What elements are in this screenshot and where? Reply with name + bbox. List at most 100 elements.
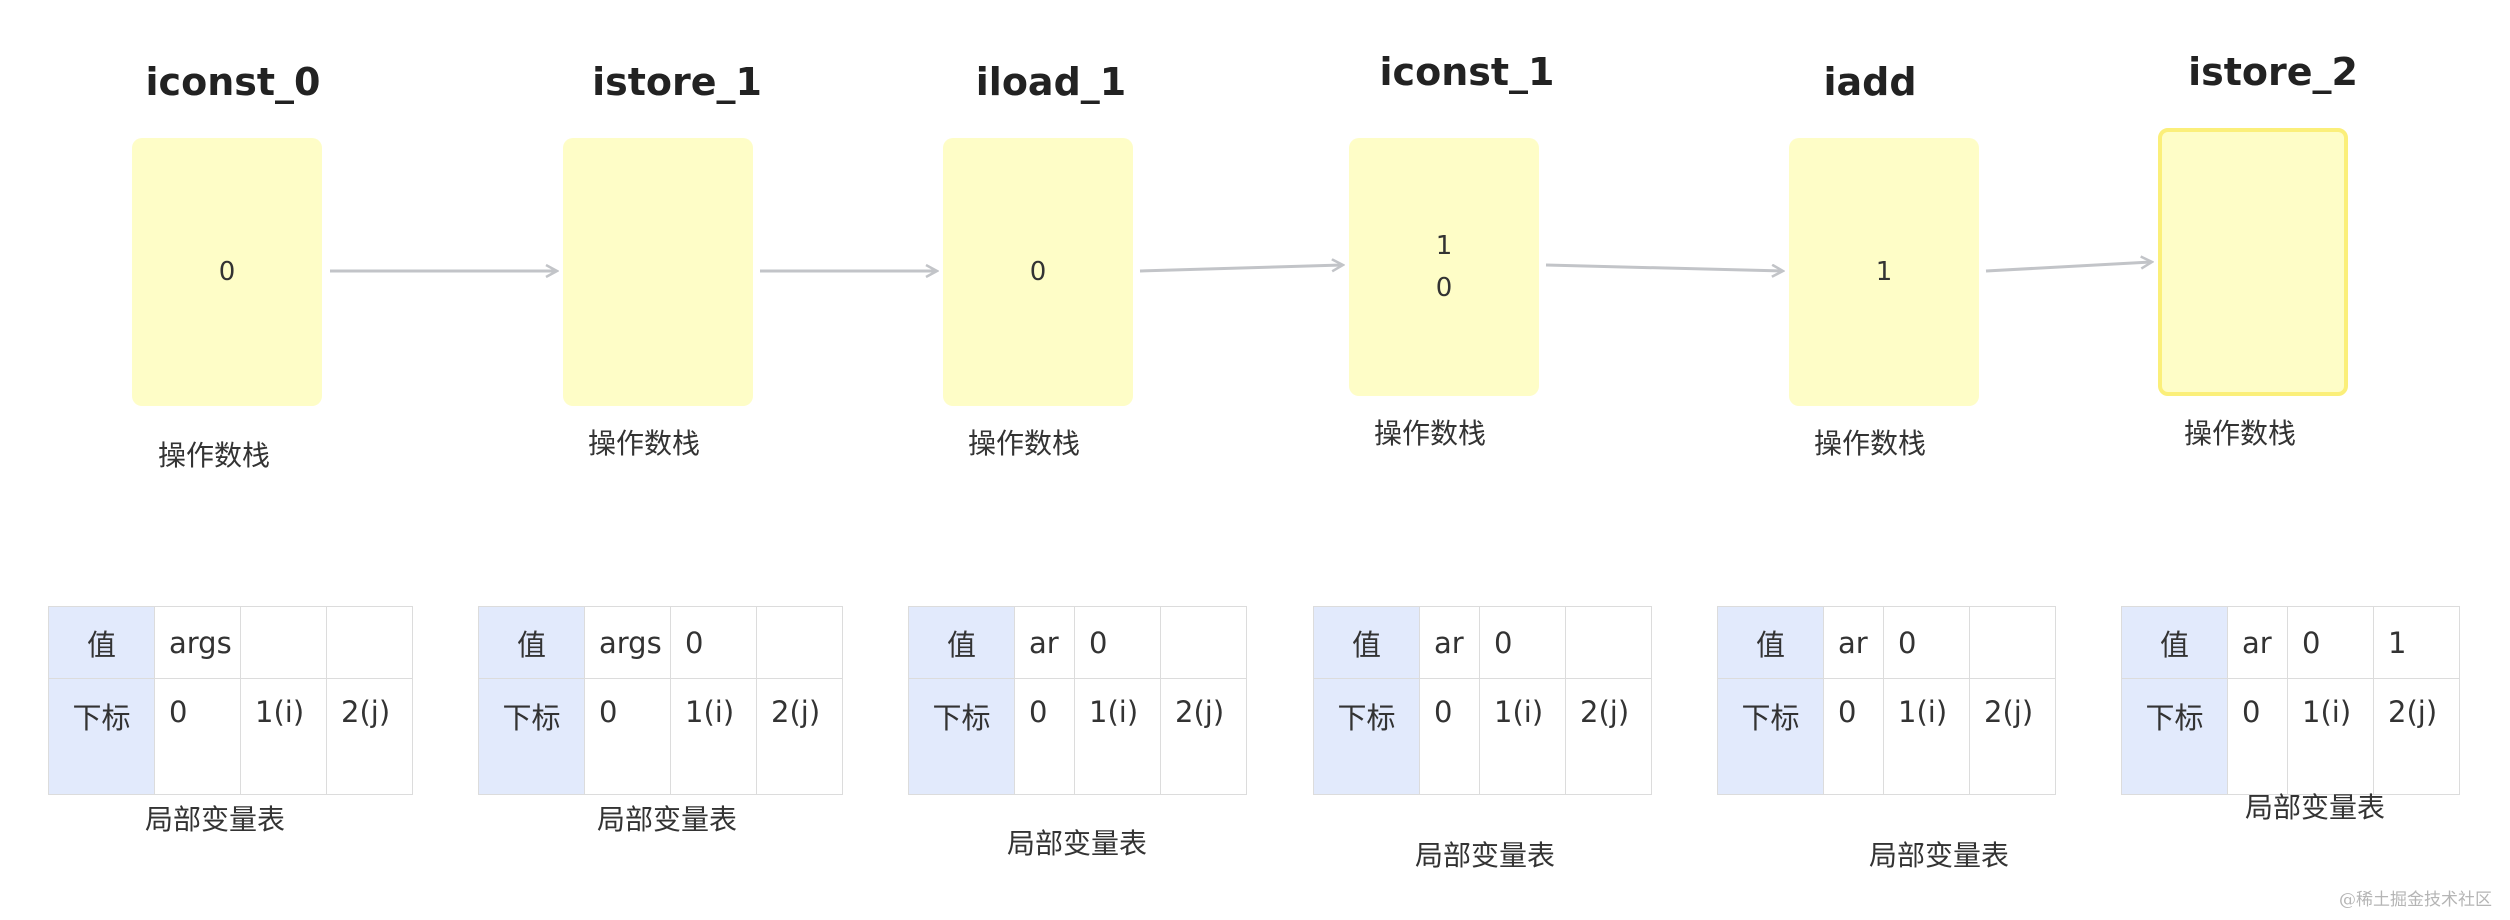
table-cell: 0 [1014,678,1075,795]
table-cell: 0 [1883,606,1970,679]
stack-caption: 操作数栈 [1374,417,1487,450]
instruction-title: istore_2 [2188,50,2358,94]
table-row: 下标 0 1(i) 2(j) [48,678,413,795]
table-cell: 0 [2227,678,2288,795]
instruction-title: iadd [1823,60,1917,104]
table-cell: ar [1014,606,1075,679]
table-cell [326,606,413,679]
table-cell: 0 [670,606,757,679]
table-cell: ar [1419,606,1480,679]
table-row: 下标 0 1(i) 2(j) [908,678,1247,795]
stack-value: 1 [1875,257,1893,287]
table-cell: 1(i) [1479,678,1566,795]
stack-value: 0 [1435,273,1453,303]
local-variable-table: 值 ar 0 1 下标 0 1(i) 2(j) [2121,606,2460,795]
table-row: 值 ar 0 1 [2121,606,2460,679]
stack-value: 0 [1029,257,1047,287]
table-cell: 0 [1074,606,1161,679]
table-cell: 2(j) [2373,678,2460,795]
table-cell: 0 [1419,678,1480,795]
table-caption: 局部变量表 [144,803,286,836]
table-caption: 局部变量表 [1006,827,1148,860]
table-cell [240,606,327,679]
table-caption: 局部变量表 [1868,839,2010,872]
table-cell: 2(j) [326,678,413,795]
index-header: 下标 [908,678,1015,795]
table-caption: 局部变量表 [1414,839,1556,872]
table-row: 值 args [48,606,413,679]
stack-caption: 操作数栈 [2184,417,2297,450]
operand-stack: 1 [1789,138,1979,406]
operand-stack: 0 [132,138,322,406]
value-header: 值 [1717,606,1824,679]
table-cell: ar [1823,606,1884,679]
table-row: 下标 0 1(i) 2(j) [2121,678,2460,795]
watermark: @稀土掘金技术社区 [2339,890,2492,910]
table-cell: args [154,606,241,679]
table-cell: 0 [154,678,241,795]
table-cell: 1(i) [1883,678,1970,795]
table-cell: 1 [2373,606,2460,679]
index-header: 下标 [1313,678,1420,795]
table-caption: 局部变量表 [2244,791,2386,824]
arrow [1139,265,1342,273]
table-row: 下标 0 1(i) 2(j) [1313,678,1652,795]
table-cell: 0 [1479,606,1566,679]
instruction-title: iload_1 [975,60,1127,104]
table-cell: args [584,606,671,679]
arrow [1545,263,1782,271]
table-caption: 局部变量表 [596,803,738,836]
table-cell: 0 [1823,678,1884,795]
table-cell: 1(i) [240,678,327,795]
local-variable-table: 值 ar 0 下标 0 1(i) 2(j) [1313,606,1652,795]
table-cell: 2(j) [1160,678,1247,795]
table-cell: 1(i) [2287,678,2374,795]
local-variable-table: 值 args 0 下标 0 1(i) 2(j) [478,606,843,795]
index-header: 下标 [48,678,155,795]
local-variable-table: 值 args 下标 0 1(i) 2(j) [48,606,413,795]
value-header: 值 [908,606,1015,679]
table-cell: 2(j) [756,678,843,795]
table-cell [1565,606,1652,679]
table-row: 下标 0 1(i) 2(j) [478,678,843,795]
table-row: 值 ar 0 [1313,606,1652,679]
operand-stack: 1 0 [1349,138,1539,396]
instruction-title: iconst_1 [1379,50,1555,94]
stack-caption: 操作数栈 [158,439,271,472]
table-row: 值 ar 0 [1717,606,2056,679]
value-header: 值 [2121,606,2228,679]
table-cell: 2(j) [1969,678,2056,795]
local-variable-table: 值 ar 0 下标 0 1(i) 2(j) [908,606,1247,795]
value-header: 值 [478,606,585,679]
value-header: 值 [48,606,155,679]
instruction-title: iconst_0 [145,60,321,104]
index-header: 下标 [1717,678,1824,795]
value-header: 值 [1313,606,1420,679]
table-cell [1160,606,1247,679]
table-cell: 1(i) [1074,678,1161,795]
stack-caption: 操作数栈 [1814,427,1927,460]
table-cell: 0 [584,678,671,795]
operand-stack-selected[interactable] [2158,128,2348,396]
operand-stack [563,138,753,406]
table-row: 下标 0 1(i) 2(j) [1717,678,2056,795]
stack-caption: 操作数栈 [588,427,701,460]
stack-value: 1 [1435,231,1453,261]
table-row: 值 ar 0 [908,606,1247,679]
table-cell: 1(i) [670,678,757,795]
table-cell: 0 [2287,606,2374,679]
instruction-title: istore_1 [592,60,762,104]
local-variable-table: 值 ar 0 下标 0 1(i) 2(j) [1717,606,2056,795]
table-row: 值 args 0 [478,606,843,679]
arrow [1985,262,2151,273]
stack-caption: 操作数栈 [968,427,1081,460]
operand-stack: 0 [943,138,1133,406]
table-cell [756,606,843,679]
table-cell [1969,606,2056,679]
table-cell: ar [2227,606,2288,679]
stack-value: 0 [218,257,236,287]
index-header: 下标 [478,678,585,795]
index-header: 下标 [2121,678,2228,795]
table-cell: 2(j) [1565,678,1652,795]
